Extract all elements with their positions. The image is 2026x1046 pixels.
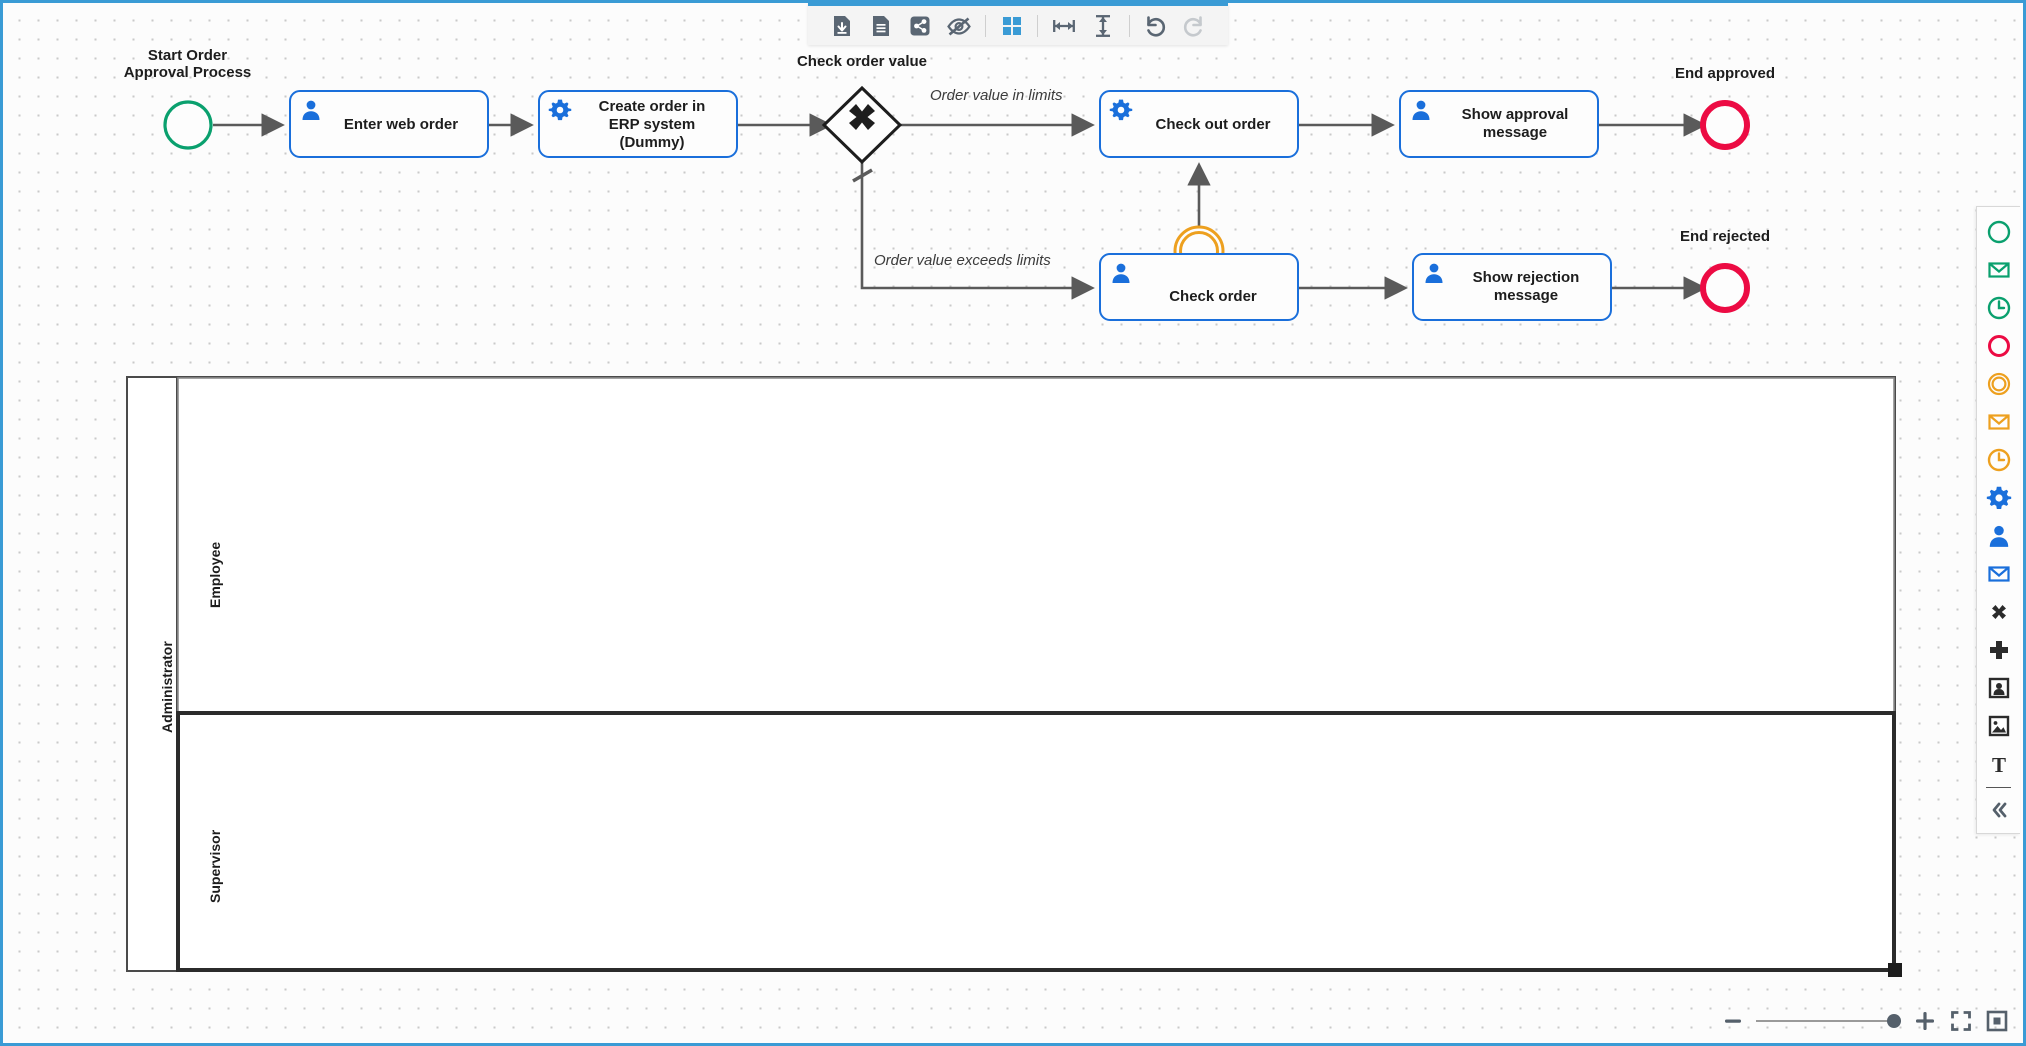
pool-resize-handle[interactable] bbox=[1888, 963, 1902, 977]
task-check-out-order[interactable]: Check out order bbox=[1099, 90, 1299, 158]
zoom-slider-knob[interactable] bbox=[1887, 1014, 1901, 1028]
task-show-approval-message[interactable]: Show approval message bbox=[1399, 90, 1599, 158]
service-task-icon bbox=[548, 99, 572, 121]
redo-icon[interactable] bbox=[1175, 7, 1214, 45]
distribute-vertical-icon[interactable] bbox=[1083, 7, 1122, 45]
palette-service-task-icon[interactable] bbox=[1977, 479, 2021, 517]
exclusive-gateway-x-icon bbox=[849, 104, 875, 130]
share-icon[interactable] bbox=[901, 7, 940, 45]
distribute-horizontal-icon[interactable] bbox=[1044, 7, 1083, 45]
palette-parallel-gateway-icon[interactable] bbox=[1977, 631, 2021, 669]
lane-supervisor[interactable] bbox=[176, 711, 1896, 972]
lane-employee[interactable] bbox=[177, 377, 1895, 714]
export-download-icon[interactable] bbox=[822, 7, 861, 45]
flow-label-exceeds-limits: Order value exceeds limits bbox=[874, 252, 1051, 269]
zoom-slider-track bbox=[1756, 1020, 1901, 1022]
palette-boundary-event-icon[interactable] bbox=[1977, 365, 2021, 403]
pool-administrator[interactable] bbox=[126, 376, 1902, 977]
top-toolbar bbox=[808, 3, 1228, 45]
end-event-approved[interactable] bbox=[1700, 100, 1750, 150]
palette-exclusive-gateway-icon[interactable] bbox=[1977, 593, 2021, 631]
task-label: Check out order bbox=[1155, 116, 1271, 133]
zoom-out-icon[interactable] bbox=[1722, 1010, 1744, 1032]
zoom-controls bbox=[1722, 1009, 2009, 1033]
task-create-order-erp[interactable]: Create order in ERP system (Dummy) bbox=[538, 90, 738, 158]
service-task-icon bbox=[1109, 99, 1133, 121]
task-label: Show rejection message bbox=[1472, 269, 1580, 304]
palette-divider bbox=[1986, 787, 2011, 788]
palette-user-task-icon[interactable] bbox=[1977, 517, 2021, 555]
palette-text-icon[interactable]: T bbox=[1977, 745, 2021, 783]
task-label: Create order in ERP system (Dummy) bbox=[598, 98, 706, 151]
toolbar-divider-1 bbox=[985, 14, 986, 37]
user-task-icon bbox=[1412, 100, 1430, 120]
user-task-icon bbox=[1112, 263, 1130, 283]
task-label: Enter web order bbox=[343, 116, 459, 133]
user-task-icon bbox=[1425, 263, 1443, 283]
task-check-order[interactable]: Check order bbox=[1099, 253, 1299, 321]
svg-text:T: T bbox=[1992, 753, 2006, 777]
zoom-slider[interactable] bbox=[1756, 1014, 1901, 1028]
lane-label-supervisor: Supervisor bbox=[207, 829, 223, 903]
palette-timer-intermediate-event-icon[interactable] bbox=[1977, 441, 2021, 479]
task-show-rejection-message[interactable]: Show rejection message bbox=[1412, 253, 1612, 321]
element-palette: T bbox=[1976, 206, 2020, 834]
fit-to-screen-icon[interactable] bbox=[1949, 1009, 1973, 1033]
undo-icon[interactable] bbox=[1136, 7, 1175, 45]
reset-view-icon[interactable] bbox=[1985, 1009, 2009, 1033]
diagram-layer bbox=[126, 85, 1902, 977]
default-flow-marker bbox=[852, 168, 873, 183]
task-label: Check order bbox=[1169, 288, 1257, 305]
hide-eye-off-icon[interactable] bbox=[940, 7, 979, 45]
palette-message-intermediate-event-icon[interactable] bbox=[1977, 403, 2021, 441]
palette-send-task-icon[interactable] bbox=[1977, 555, 2021, 593]
collapse-palette-icon[interactable] bbox=[1977, 791, 2021, 829]
palette-timer-start-event-icon[interactable] bbox=[1977, 289, 2021, 327]
toolbar-divider-2 bbox=[1037, 14, 1039, 37]
document-icon[interactable] bbox=[861, 7, 900, 45]
task-enter-web-order[interactable]: Enter web order bbox=[289, 90, 489, 158]
task-label: Show approval message bbox=[1461, 106, 1569, 141]
palette-end-event-icon[interactable] bbox=[1977, 327, 2021, 365]
lane-label-employee: Employee bbox=[207, 541, 223, 608]
flow-gateway-default[interactable] bbox=[860, 159, 1095, 300]
palette-message-start-event-icon[interactable] bbox=[1977, 251, 2021, 289]
end-event-rejected[interactable] bbox=[1700, 263, 1750, 313]
exclusive-gateway-check-order-value[interactable] bbox=[821, 85, 903, 165]
pool-label-administrator: Administrator bbox=[159, 641, 175, 733]
palette-start-event-icon[interactable] bbox=[1977, 213, 2021, 251]
grid-icon[interactable] bbox=[992, 7, 1031, 45]
zoom-in-icon[interactable] bbox=[1913, 1009, 1937, 1033]
start-event[interactable] bbox=[163, 100, 213, 150]
palette-pool-lane-icon[interactable] bbox=[1977, 669, 2021, 707]
toolbar-divider-3 bbox=[1128, 14, 1130, 37]
user-task-icon bbox=[302, 100, 320, 120]
flow-label-in-limits: Order value in limits bbox=[930, 87, 1063, 104]
palette-image-icon[interactable] bbox=[1977, 707, 2021, 745]
